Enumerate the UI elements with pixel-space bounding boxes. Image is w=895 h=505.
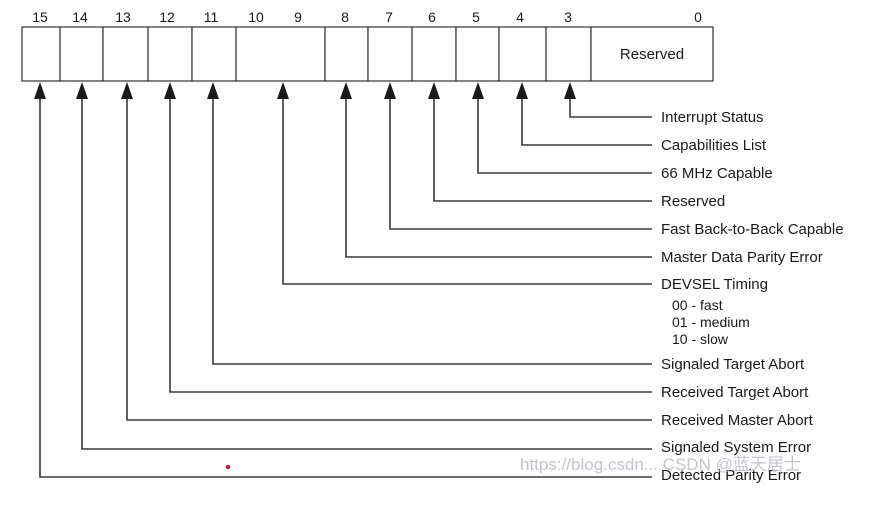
register-cells: Reserved — [21, 26, 714, 82]
cell-bit-7 — [367, 26, 413, 82]
cell-reserved-2-0 — [590, 26, 714, 82]
cell-bit-13 — [102, 26, 149, 82]
field-label-signaled-system-error: Signaled System Error — [661, 439, 811, 456]
field-label-devsel-timing: DEVSEL Timing — [661, 276, 768, 293]
bit-number-0: 0 — [694, 9, 702, 25]
field-labels: Interrupt Status Capabilities List 66 MH… — [661, 109, 844, 484]
cell-bits-10-9 — [235, 26, 326, 82]
reserved-cell-label: Reserved — [620, 46, 684, 63]
field-label-interrupt-status: Interrupt Status — [661, 109, 764, 126]
leader-line-bit-7 — [389, 98, 652, 230]
bit-number-4: 4 — [516, 9, 524, 25]
bit-number-row: 15 14 13 12 11 10 9 8 7 6 5 4 3 0 — [32, 9, 702, 25]
cell-bit-3 — [545, 26, 592, 82]
leader-line-bit-15 — [39, 98, 652, 478]
arrowhead-bit-3 — [564, 82, 576, 99]
leader-line-bit-12 — [169, 98, 652, 393]
arrowhead-bit-8 — [340, 82, 352, 99]
bit-number-9: 9 — [294, 9, 302, 25]
field-label-received-target-abort: Received Target Abort — [661, 384, 809, 401]
bit-number-12: 12 — [159, 9, 175, 25]
arrowhead-bit-5 — [472, 82, 484, 99]
field-label-master-data-parity-error: Master Data Parity Error — [661, 249, 823, 266]
field-label-received-master-abort: Received Master Abort — [661, 412, 814, 429]
arrowhead-bit-6 — [428, 82, 440, 99]
cell-bit-14 — [59, 26, 104, 82]
arrowhead-bit-14 — [76, 82, 88, 99]
field-label-capabilities-list: Capabilities List — [661, 137, 767, 154]
leader-line-bit-5 — [477, 98, 652, 174]
arrowhead-bit-7 — [384, 82, 396, 99]
csdn-watermark: https://blog.csdn... CSDN @蓝天居士 — [520, 455, 801, 474]
bit-number-7: 7 — [385, 9, 393, 25]
cell-bit-8 — [324, 26, 369, 82]
cell-bit-5 — [455, 26, 500, 82]
leader-lines — [34, 82, 652, 478]
leader-line-bit-8 — [345, 98, 652, 258]
cell-bit-4 — [498, 26, 547, 82]
leader-line-bit-4 — [521, 98, 652, 146]
field-label-detected-parity-error: Detected Parity Error — [661, 467, 801, 484]
devsel-note-slow: 10 - slow — [672, 331, 729, 347]
bit-number-5: 5 — [472, 9, 480, 25]
leader-line-bits-10-9 — [282, 98, 652, 285]
bit-number-10: 10 — [248, 9, 264, 25]
arrowhead-bit-15 — [34, 82, 46, 99]
bit-number-14: 14 — [72, 9, 88, 25]
field-label-signaled-target-abort: Signaled Target Abort — [661, 356, 805, 373]
leader-line-bit-3 — [569, 98, 652, 118]
bit-number-11: 11 — [204, 9, 219, 25]
field-label-reserved: Reserved — [661, 193, 725, 210]
arrowhead-bit-12 — [164, 82, 176, 99]
cell-bit-11 — [191, 26, 237, 82]
devsel-note-medium: 01 - medium — [672, 314, 750, 330]
bit-number-15: 15 — [32, 9, 48, 25]
red-dot — [225, 464, 231, 470]
leader-line-bit-14 — [81, 98, 652, 450]
bit-number-6: 6 — [428, 9, 436, 25]
field-label-66mhz-capable: 66 MHz Capable — [661, 165, 773, 182]
arrowhead-bit-4 — [516, 82, 528, 99]
field-label-fast-back-to-back: Fast Back-to-Back Capable — [661, 221, 844, 238]
cell-bit-15 — [21, 26, 61, 82]
leader-line-bit-11 — [212, 98, 652, 365]
arrowhead-bit-13 — [121, 82, 133, 99]
leader-line-bit-13 — [126, 98, 652, 421]
bit-number-13: 13 — [115, 9, 131, 25]
bit-number-3: 3 — [564, 9, 572, 25]
cell-bit-6 — [411, 26, 457, 82]
bit-number-8: 8 — [341, 9, 349, 25]
cell-bit-12 — [147, 26, 193, 82]
arrowhead-bits-10-9 — [277, 82, 289, 99]
arrowhead-bit-11 — [207, 82, 219, 99]
devsel-note-fast: 00 - fast — [672, 297, 723, 313]
leader-line-bit-6 — [433, 98, 652, 202]
